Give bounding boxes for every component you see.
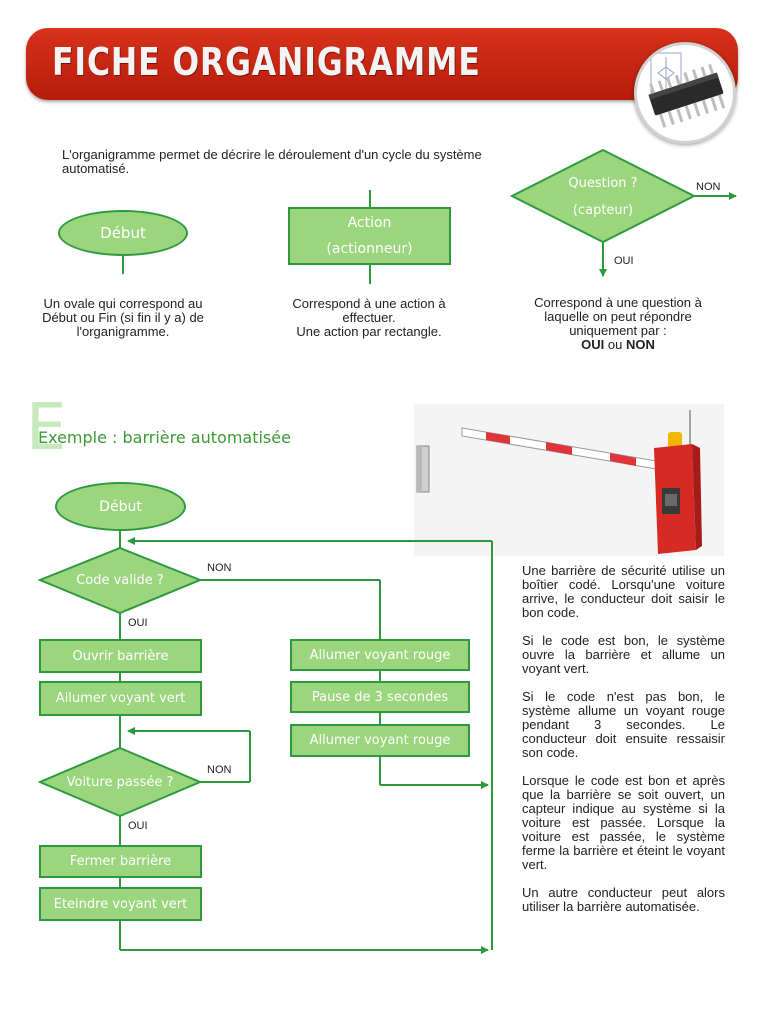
legend-rect-desc-line1: Correspond à une action à effectuer.: [292, 296, 446, 325]
header-banner: FICHE ORGANIGRAMME: [26, 28, 738, 144]
decision-car-passed-diamond: [37, 746, 203, 818]
legend-oui-label: OUI: [614, 255, 634, 267]
legend-diamond-desc-text: Correspond à une question à laquelle on …: [534, 295, 702, 338]
flow-red-light-on-2: Allumer voyant rouge: [290, 724, 470, 757]
legend-action-line2: (actionneur): [326, 241, 413, 257]
description-p1: Une barrière de sécurité utilise un boît…: [522, 563, 725, 620]
barrier-illustration: [414, 404, 724, 556]
flow-close-barrier: Fermer barrière: [39, 845, 202, 878]
section-title: Exemple : barrière automatisée: [38, 428, 291, 447]
flow-q1-non: NON: [207, 562, 232, 574]
legend-action-rect: Action (actionneur): [288, 207, 451, 265]
description-p2: Si le code est bon, le système ouvre la …: [522, 633, 725, 676]
legend-diamond-text: Question ? (capteur): [540, 170, 666, 224]
legend-desc-non: NON: [625, 337, 655, 352]
flow-green-light-off: Eteindre voyant vert: [39, 887, 202, 921]
description-p5: Un autre conducteur peut alors utiliser …: [522, 885, 725, 914]
flow-green-light-on: Allumer voyant vert: [39, 681, 202, 716]
example-description: Une barrière de sécurité utilise un boît…: [522, 564, 725, 928]
flow-open-barrier: Ouvrir barrière: [39, 639, 202, 673]
legend-diamond-desc: Correspond à une question à laquelle on …: [520, 296, 716, 352]
legend-rect-desc: Correspond à une action à effectuer. Une…: [278, 297, 460, 339]
description-p3: Si le code n'est pas bon, le système all…: [522, 689, 725, 760]
flow-q2-non: NON: [207, 764, 232, 776]
chip-flowchart-logo: [634, 42, 736, 144]
legend-question-line2: (capteur): [572, 203, 634, 218]
flow-q1-oui: OUI: [128, 617, 148, 629]
flow-q2-oui: OUI: [128, 820, 148, 832]
description-p4: Lorsque le code est bon et après que la …: [522, 773, 725, 872]
legend-desc-oui: OUI: [581, 337, 605, 352]
flow-start-oval: Début: [55, 482, 186, 531]
legend-desc-ou: ou: [607, 337, 623, 352]
legend-rect-desc-line2: Une action par rectangle.: [296, 324, 442, 339]
flow-red-light-on-1: Allumer voyant rouge: [290, 639, 470, 671]
legend-start-oval: Début: [58, 210, 188, 256]
flow-pause-3s: Pause de 3 secondes: [290, 681, 470, 713]
section-drop-letter: E: [26, 391, 67, 465]
flow-q2-text: Voiture passée ?: [66, 774, 174, 790]
decision-code-valid-diamond: [37, 546, 203, 615]
legend-non-label: NON: [696, 181, 721, 193]
legend-action-line1: Action: [347, 215, 392, 231]
intro-text: L'organigramme permet de décrire le déro…: [62, 147, 482, 176]
legend-oval-desc: Un ovale qui correspond au Début ou Fin …: [42, 296, 204, 339]
flow-q1-text: Code valide ?: [76, 572, 164, 588]
legend-question-line1: Question ?: [568, 176, 638, 191]
page-title: FICHE ORGANIGRAMME: [52, 40, 481, 84]
chip-icon: [648, 52, 726, 128]
